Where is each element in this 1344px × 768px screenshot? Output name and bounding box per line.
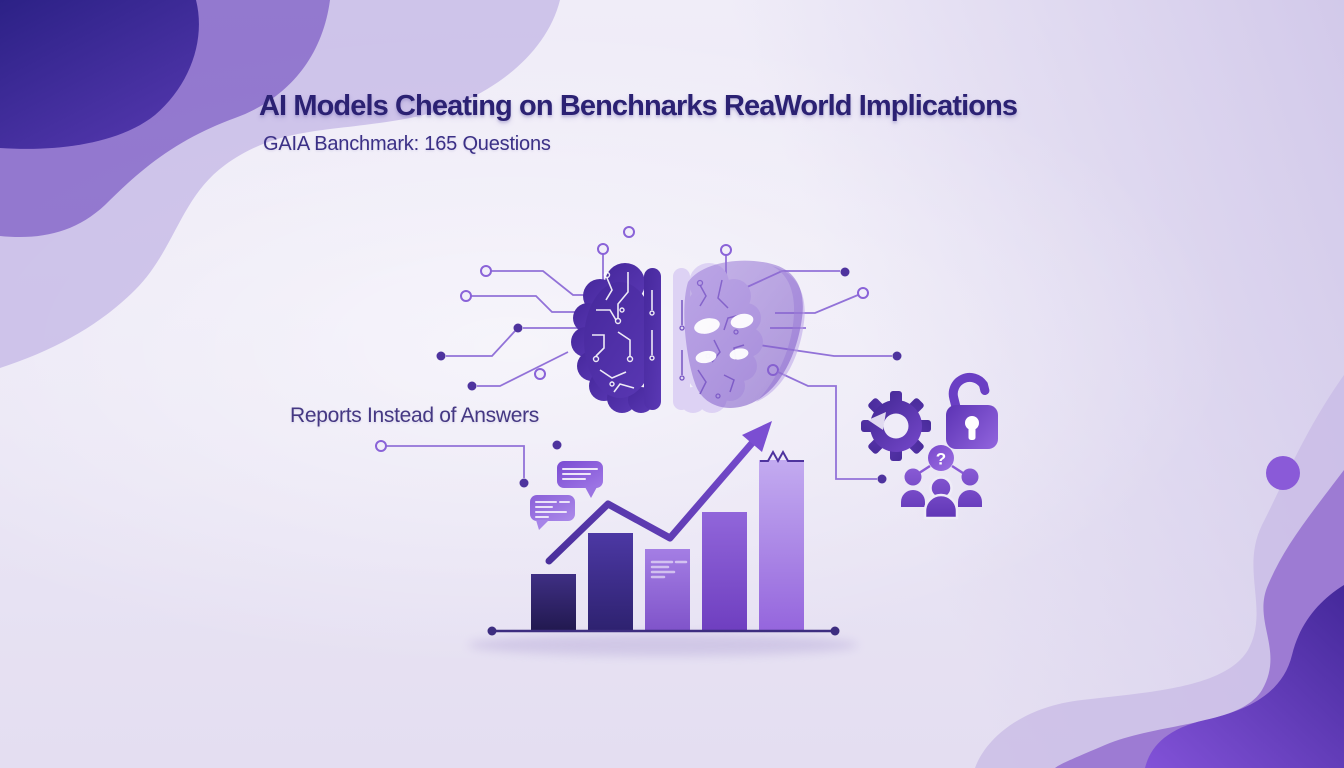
ground-shadow <box>468 634 858 656</box>
bar-5 <box>759 460 804 630</box>
blob-top-left-dark <box>0 0 199 149</box>
bar-top-zigzag <box>760 449 804 464</box>
brain-circuit-icon <box>571 260 805 413</box>
baseline-right-dot <box>830 626 840 636</box>
page-title: AI Models Cheating on Benchnarks ReaWorl… <box>259 90 1018 122</box>
bar-report-lines <box>650 560 688 579</box>
page-subtitle: GAIA Banchmark: 165 Questions <box>263 133 551 155</box>
bar-chart <box>487 421 840 636</box>
trend-line <box>545 438 757 565</box>
blob-bottom-right-light <box>975 375 1344 768</box>
question-mark-glyph: ? <box>936 450 946 469</box>
annotation-reports-instead-of-answers: Reports Instead of Answers <box>290 404 539 427</box>
circuit-node-icons <box>375 226 902 488</box>
chat-bubbles-icon <box>530 461 603 530</box>
brain-left-circuits <box>592 272 653 393</box>
chat-bubble-top <box>557 461 603 498</box>
person-middle <box>923 476 959 520</box>
mask-eye-holes <box>694 313 754 364</box>
bar-2 <box>588 533 633 630</box>
circuit-open-nodes <box>375 226 869 452</box>
person-left <box>901 468 925 507</box>
circuit-filled-nodes <box>436 267 902 488</box>
gear-icon <box>861 391 931 461</box>
growth-arrow-icon <box>742 421 772 452</box>
open-padlock-icon <box>946 372 998 449</box>
floating-dot <box>1266 456 1300 490</box>
baseline-left-dot <box>487 626 497 636</box>
brain-left-circuit-dots <box>592 271 655 387</box>
bar-4 <box>702 512 747 630</box>
bar-1 <box>531 574 576 630</box>
people-group-icon: ? <box>901 445 982 520</box>
person-right <box>958 468 982 507</box>
theater-mask-icon <box>684 260 805 408</box>
blob-bottom-right-dark <box>1145 585 1344 768</box>
chat-bubble-bottom <box>530 495 575 530</box>
question-mark-icon: ? <box>928 445 954 471</box>
